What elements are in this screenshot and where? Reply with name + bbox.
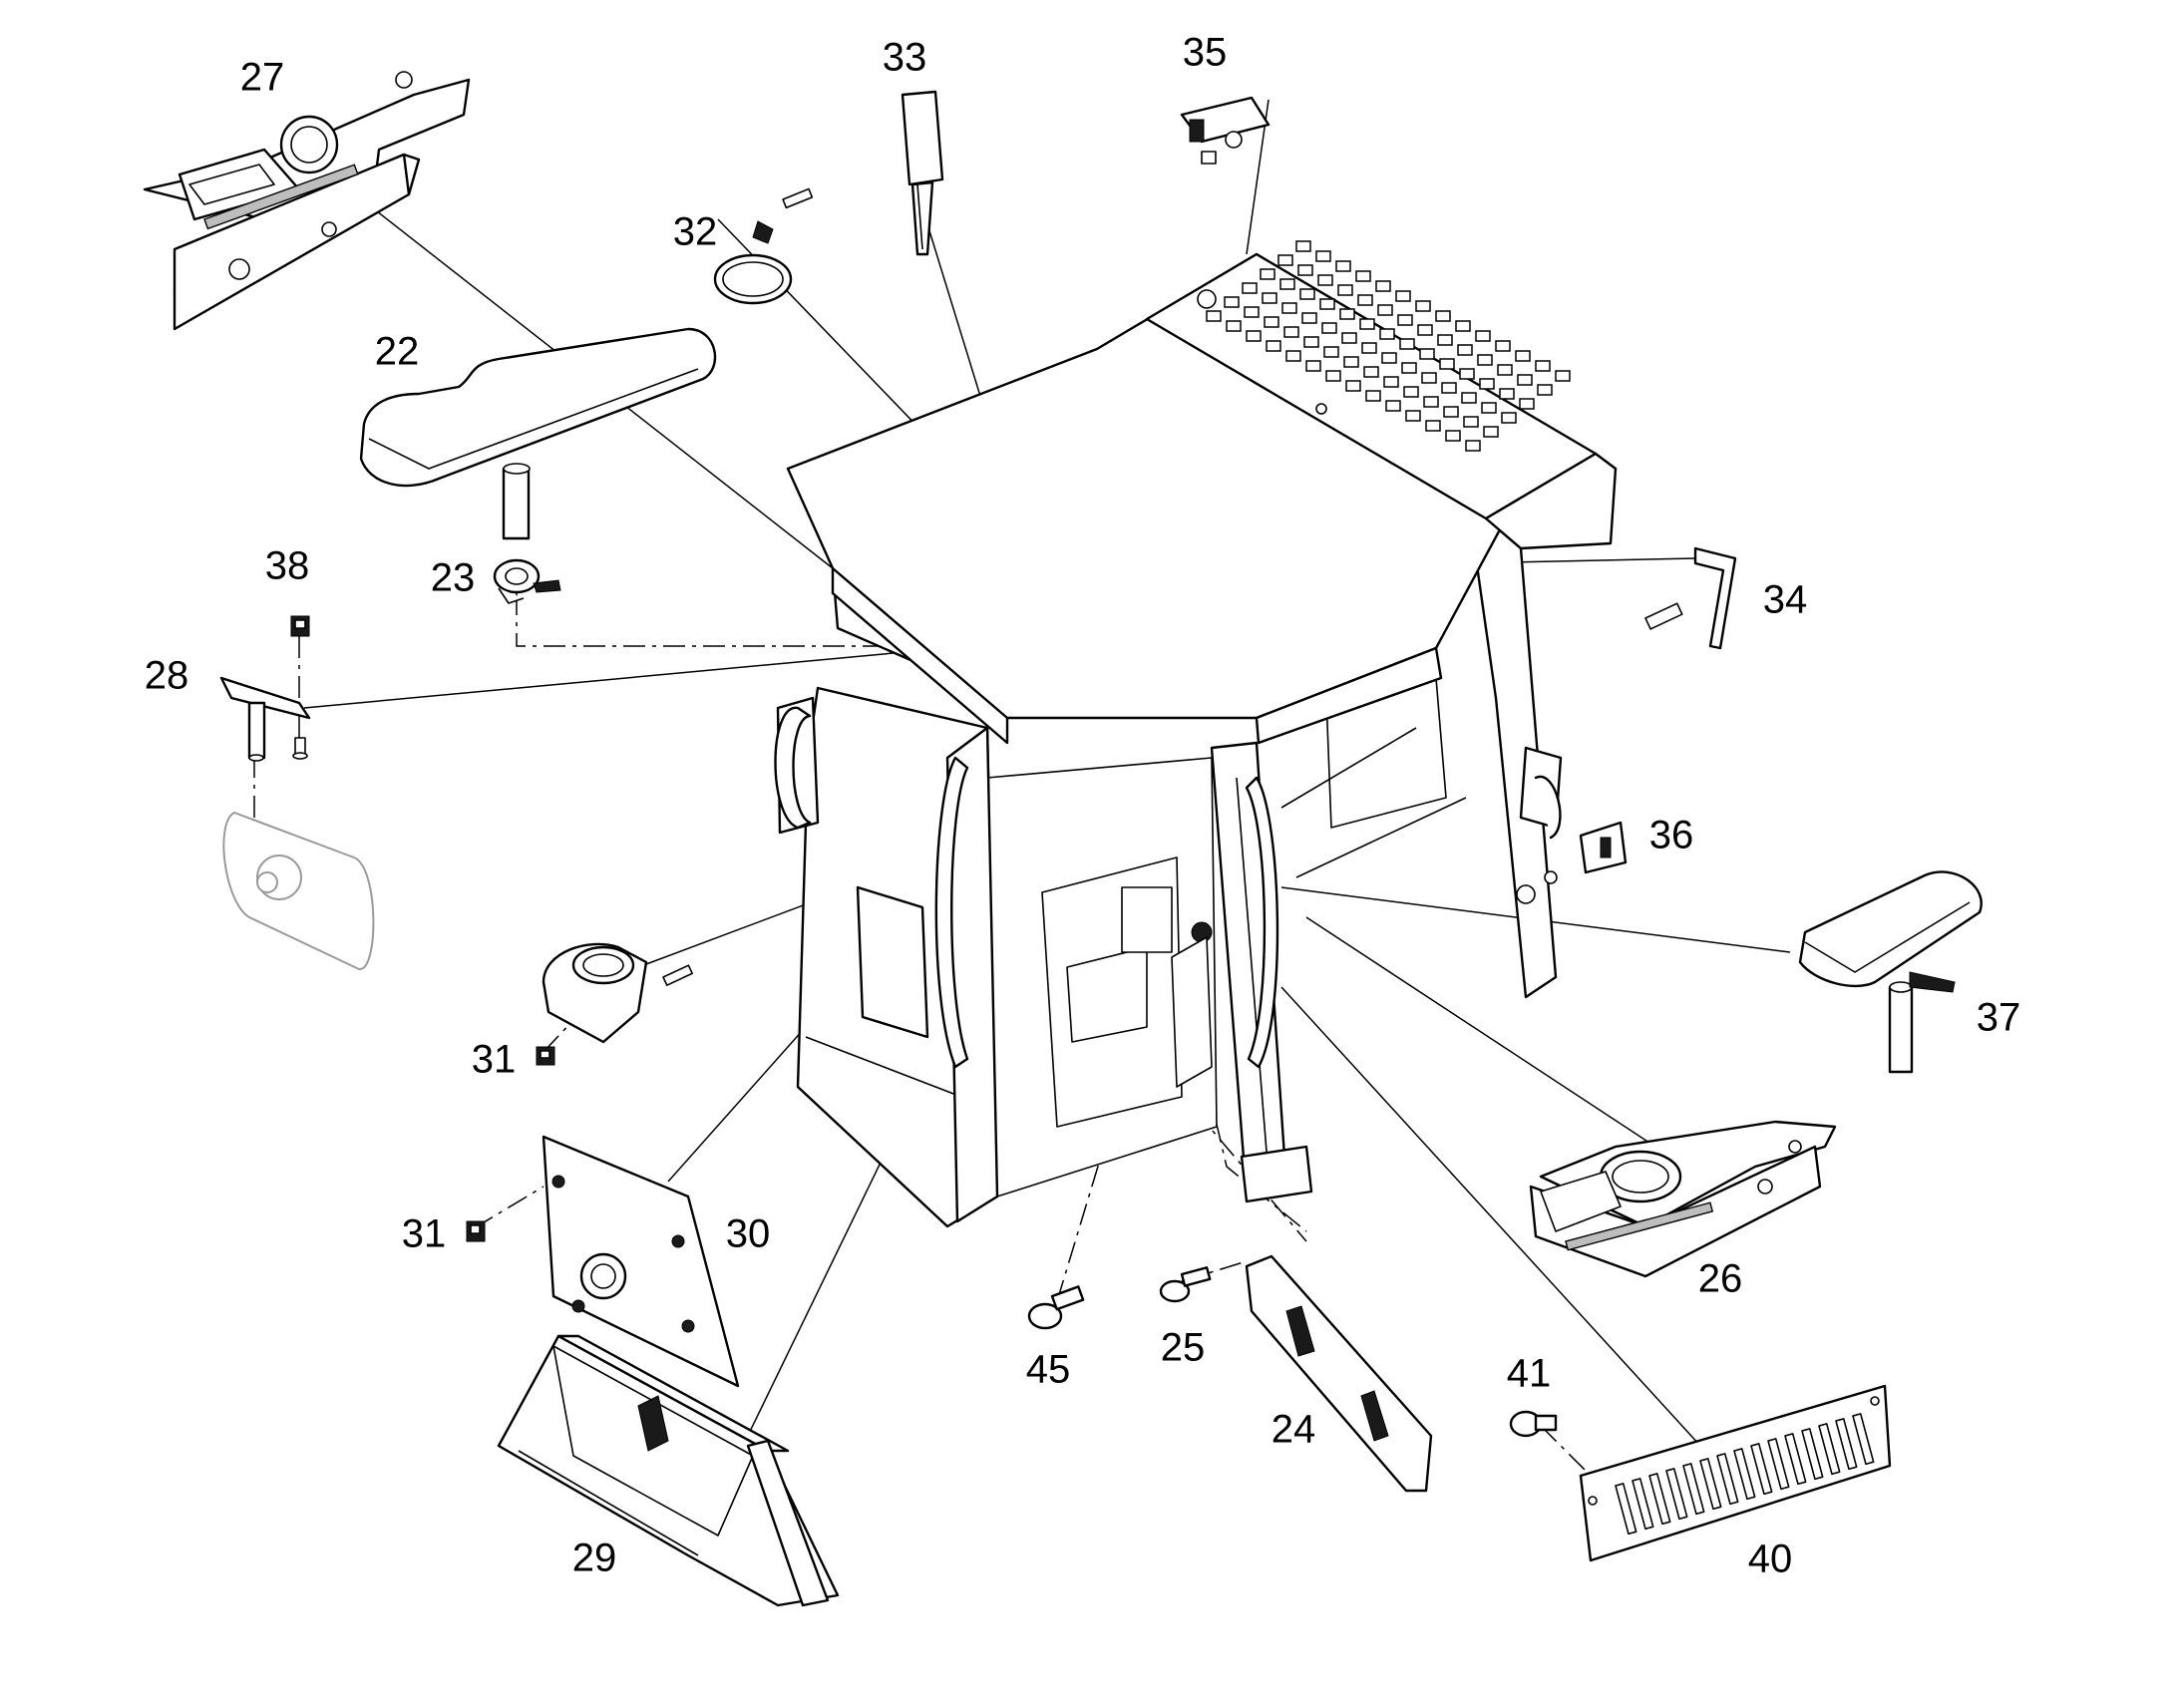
callout-labels: 27 22 23 38 28 31 31 30 29 32 33 35 34 3… [145, 31, 2021, 1581]
callout-23: 23 [431, 556, 476, 600]
callout-35: 35 [1183, 31, 1228, 75]
callout-22: 22 [375, 330, 420, 374]
part-36-bracket [1516, 821, 1628, 904]
callout-38: 38 [265, 544, 310, 588]
callout-24: 24 [1272, 1408, 1316, 1452]
callout-28: 28 [145, 654, 189, 698]
part-26-console [1529, 1120, 1837, 1278]
part-29-tray [497, 1334, 840, 1607]
callout-31b: 31 [402, 1212, 447, 1256]
part-31-nut-upper [536, 1046, 555, 1066]
callout-45: 45 [1026, 1348, 1071, 1392]
part-23-clamp [493, 558, 561, 604]
callout-31a: 31 [472, 1038, 517, 1082]
callout-40: 40 [1748, 1537, 1793, 1581]
part-22-armrest [359, 327, 717, 540]
cup-holder [542, 942, 693, 1044]
part-34-latch [1644, 546, 1737, 650]
callout-30: 30 [726, 1212, 771, 1256]
callout-27: 27 [240, 56, 285, 100]
mirror [222, 812, 375, 970]
part-37-armrest [1798, 870, 1983, 1074]
part-38-nut [290, 615, 310, 637]
roof-vent-grid [1206, 240, 1571, 452]
part-32-ring [713, 187, 814, 305]
cab-frame [774, 240, 1618, 1228]
part-31-nut-lower [466, 1220, 486, 1242]
part-41-screw [1509, 1410, 1558, 1438]
callout-41: 41 [1507, 1352, 1552, 1396]
callout-34: 34 [1763, 578, 1808, 622]
callout-37: 37 [1977, 996, 2021, 1040]
part-28-bracket [219, 676, 311, 762]
leader-lines [253, 99, 1791, 1477]
callout-25: 25 [1161, 1326, 1206, 1370]
part-27-console [143, 71, 471, 331]
part-45-bolt [1027, 1285, 1085, 1330]
part-25-bolt [1159, 1266, 1212, 1303]
callout-32: 32 [673, 210, 718, 254]
callout-29: 29 [572, 1537, 617, 1580]
part-24-panel [1245, 1254, 1433, 1493]
part-33-latch [901, 90, 944, 256]
callout-33: 33 [883, 36, 927, 80]
callout-26: 26 [1698, 1257, 1743, 1301]
part-40-grille [1579, 1384, 1892, 1562]
part-30-plate [542, 1135, 740, 1388]
part-35-bracket [1180, 96, 1271, 165]
callout-36: 36 [1649, 814, 1694, 857]
